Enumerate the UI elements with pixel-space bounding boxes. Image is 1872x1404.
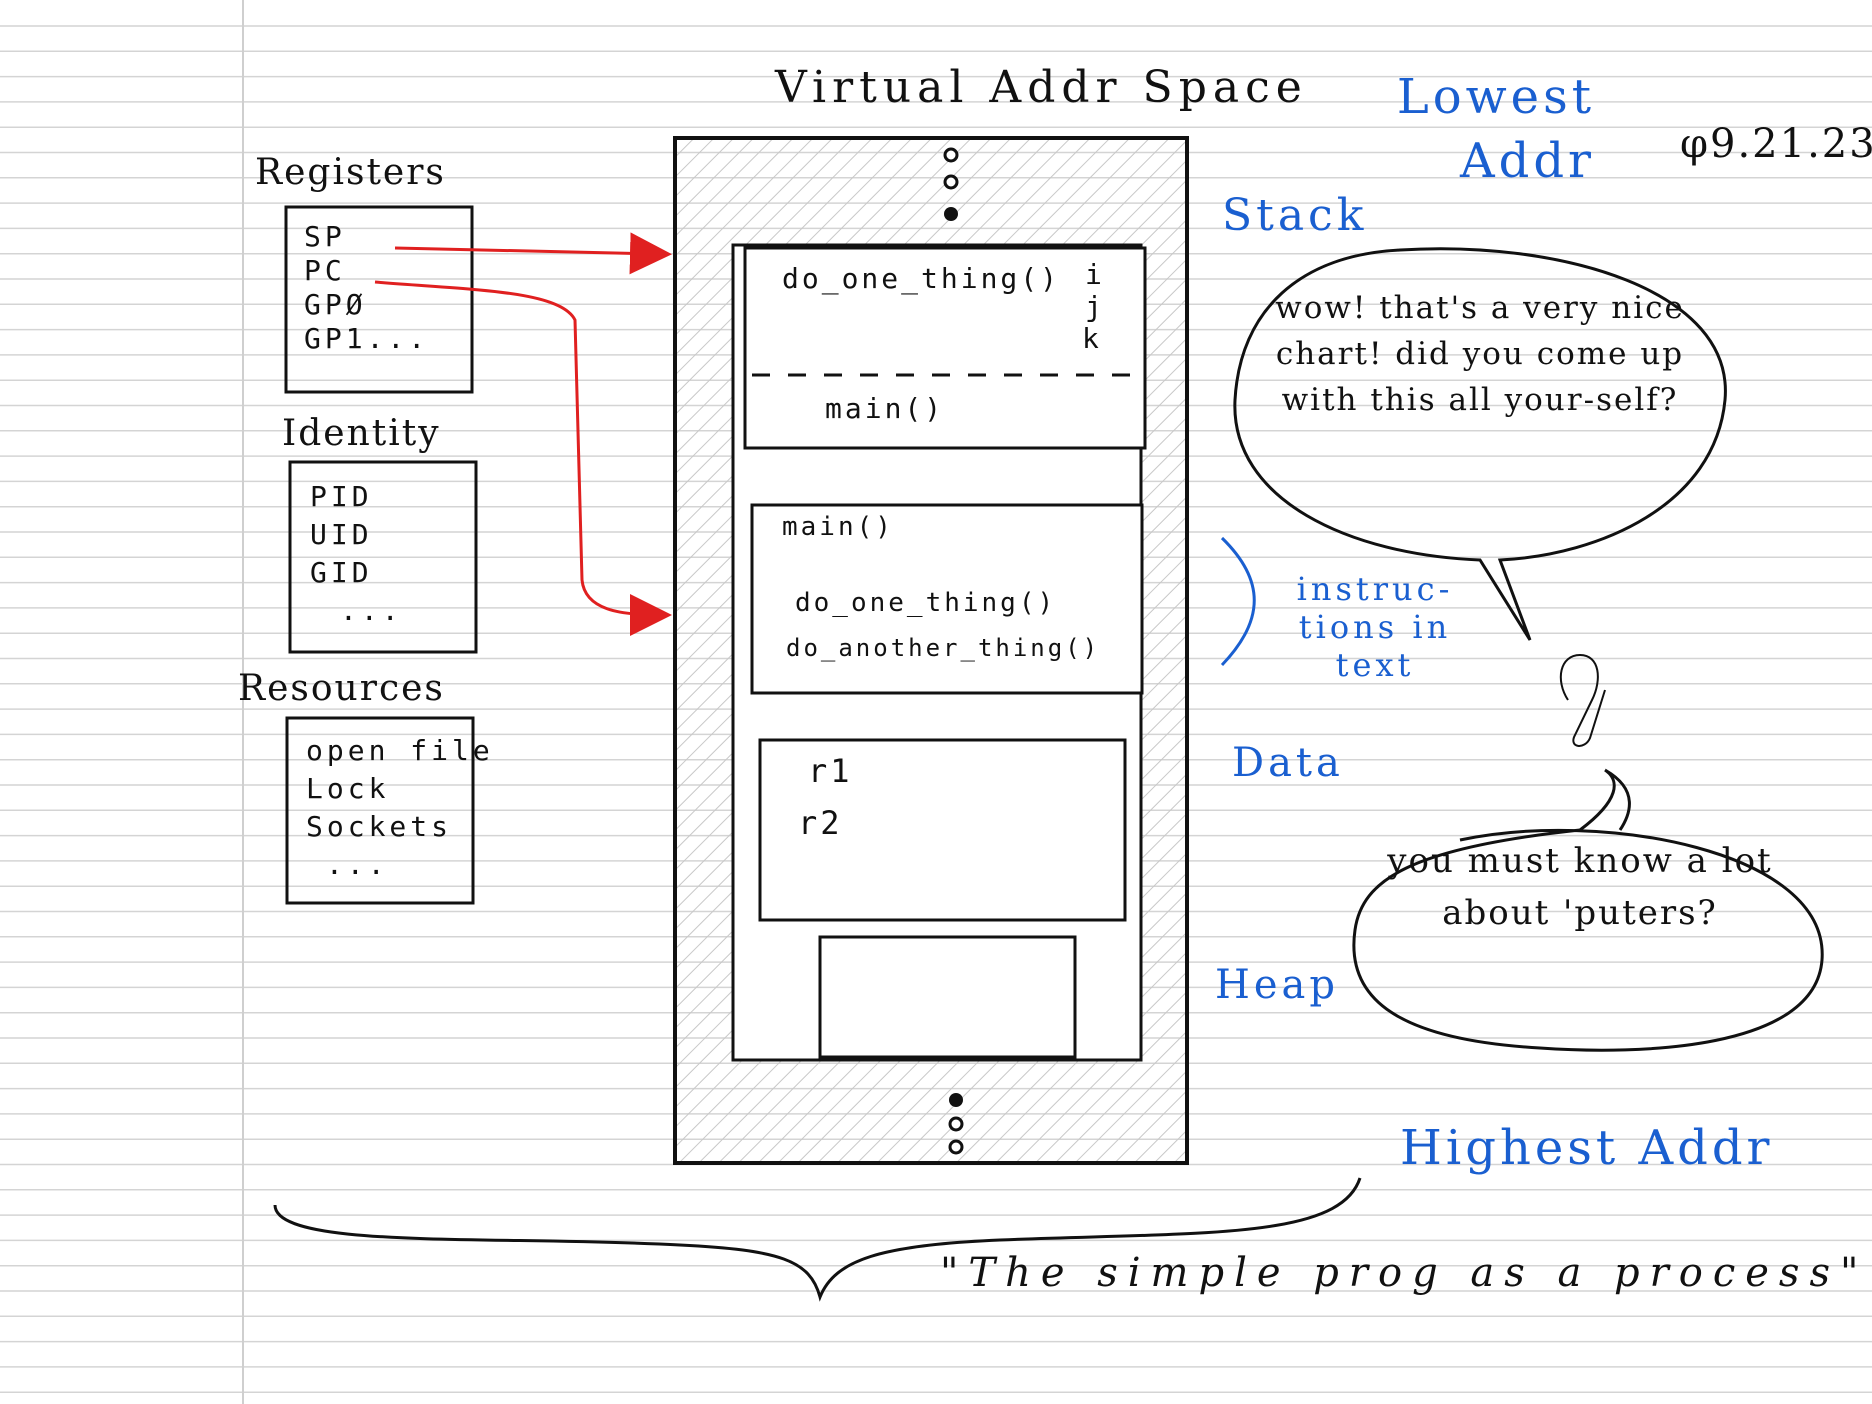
resources-heading: Resources xyxy=(238,668,445,709)
instructions-bracket xyxy=(1220,536,1256,667)
stack-segment-box xyxy=(743,246,1147,450)
identity-box xyxy=(288,460,478,654)
resources-box xyxy=(285,716,475,905)
resource-open-file: open file xyxy=(306,734,494,767)
stack-frame-bottom: main() xyxy=(825,392,945,425)
diagram-title: Virtual Addr Space xyxy=(775,62,1308,113)
ellipsis-dot xyxy=(944,207,958,221)
ellipsis-dot xyxy=(948,1116,964,1132)
registers-list: SP PC GPØ GP1... xyxy=(290,210,443,366)
identity-more: ... xyxy=(340,594,403,627)
ellipsis-dot xyxy=(943,174,959,190)
text-line-do-one-thing: do_one_thing() xyxy=(795,588,1057,618)
stack-local-k: k xyxy=(1082,322,1102,355)
register-pc: PC xyxy=(304,254,346,287)
identity-uid: UID xyxy=(310,518,373,551)
speech-bubble-1-text: wow! that's a very nice chart! did you c… xyxy=(1275,290,1685,418)
resources-list: open file Lock Sockets ... xyxy=(292,722,508,894)
register-gp0: GPØ xyxy=(304,288,367,321)
identity-pid: PID xyxy=(310,480,373,513)
label-data: Data xyxy=(1232,740,1344,786)
text-line-main: main() xyxy=(782,512,894,542)
ellipsis-dot xyxy=(949,1093,963,1107)
label-heap: Heap xyxy=(1215,962,1340,1008)
identity-heading: Identity xyxy=(282,413,441,454)
caption: "The simple prog as a process" xyxy=(940,1250,1869,1296)
resource-lock: Lock xyxy=(306,772,390,805)
identity-gid: GID xyxy=(310,556,373,589)
registers-heading: Registers xyxy=(255,152,446,193)
sp-pointer-arrow xyxy=(394,232,672,275)
resource-more: ... xyxy=(326,848,389,881)
text-segment-box xyxy=(750,503,1144,695)
stack-local-i: i xyxy=(1085,258,1105,291)
process-brace xyxy=(273,1177,1362,1302)
heap-segment-box xyxy=(818,935,1077,1059)
speech-bubble-2 xyxy=(1352,768,1824,1052)
data-line-r2: r2 xyxy=(798,804,843,842)
date-label: φ9.21.23 xyxy=(1680,121,1872,167)
ellipsis-dot xyxy=(948,1139,964,1155)
text-line-do-another-thing: do_another_thing() xyxy=(786,634,1101,662)
speech-bubble-1 xyxy=(1233,247,1727,641)
data-segment-box xyxy=(758,738,1127,922)
data-line-r1: r1 xyxy=(808,752,853,790)
register-sp: SP xyxy=(304,220,346,253)
stack-local-j: j xyxy=(1085,290,1105,323)
label-instructions: instruc-tions in text xyxy=(1296,570,1454,684)
registers-box xyxy=(284,205,474,394)
pc-pointer-arrow xyxy=(374,280,672,636)
resource-sockets: Sockets xyxy=(306,810,453,843)
register-gp1: GP1... xyxy=(304,322,430,355)
stack-frame-top: do_one_thing() xyxy=(782,262,1061,295)
label-stack: Stack xyxy=(1222,190,1368,241)
speech-bubble-2-text: you must know a lot about 'puters? xyxy=(1387,841,1773,933)
identity-list: PID UID GID ... xyxy=(296,468,417,640)
clippy-icon xyxy=(1559,653,1606,747)
label-highest-addr: Highest Addr xyxy=(1400,1120,1774,1176)
ellipsis-dot xyxy=(943,147,959,163)
label-lowest-addr: Lowest Addr xyxy=(1396,69,1595,189)
